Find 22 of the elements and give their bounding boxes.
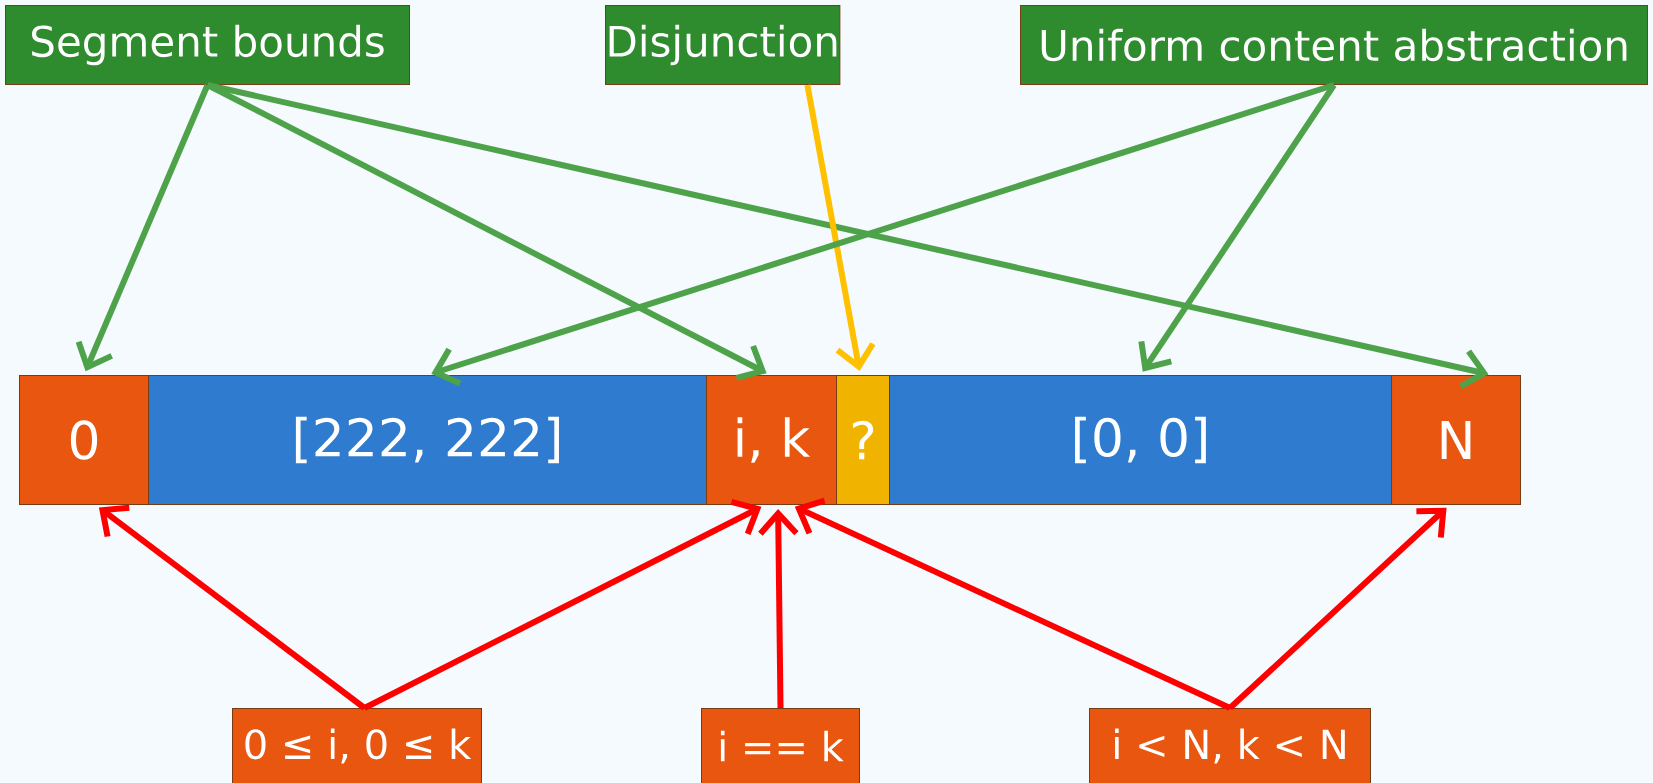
condition-box: i == k <box>701 708 860 783</box>
arrow <box>75 83 211 372</box>
condition-box: 0 ≤ i, 0 ≤ k <box>232 708 482 783</box>
label-box: Uniform content abstraction <box>1020 5 1648 85</box>
arrow <box>804 84 876 372</box>
arrow <box>1138 83 1337 372</box>
arrow <box>363 498 762 711</box>
segment-box: N <box>1391 375 1521 505</box>
arrow <box>431 82 1335 387</box>
arrow <box>794 497 1232 711</box>
segment-box: i, k <box>706 375 837 505</box>
arrow <box>98 504 367 711</box>
label-box: Disjunction <box>605 5 841 85</box>
segment-box: 0 <box>19 375 149 505</box>
condition-box: i < N, k < N <box>1089 708 1371 783</box>
arrow <box>206 82 1489 389</box>
label-box: Segment bounds <box>5 5 410 85</box>
segment-box: ? <box>836 375 890 505</box>
segment-box: [0, 0] <box>889 375 1392 505</box>
arrow <box>1227 507 1447 711</box>
segment-box: [222, 222] <box>148 375 707 505</box>
arrow <box>758 509 799 709</box>
